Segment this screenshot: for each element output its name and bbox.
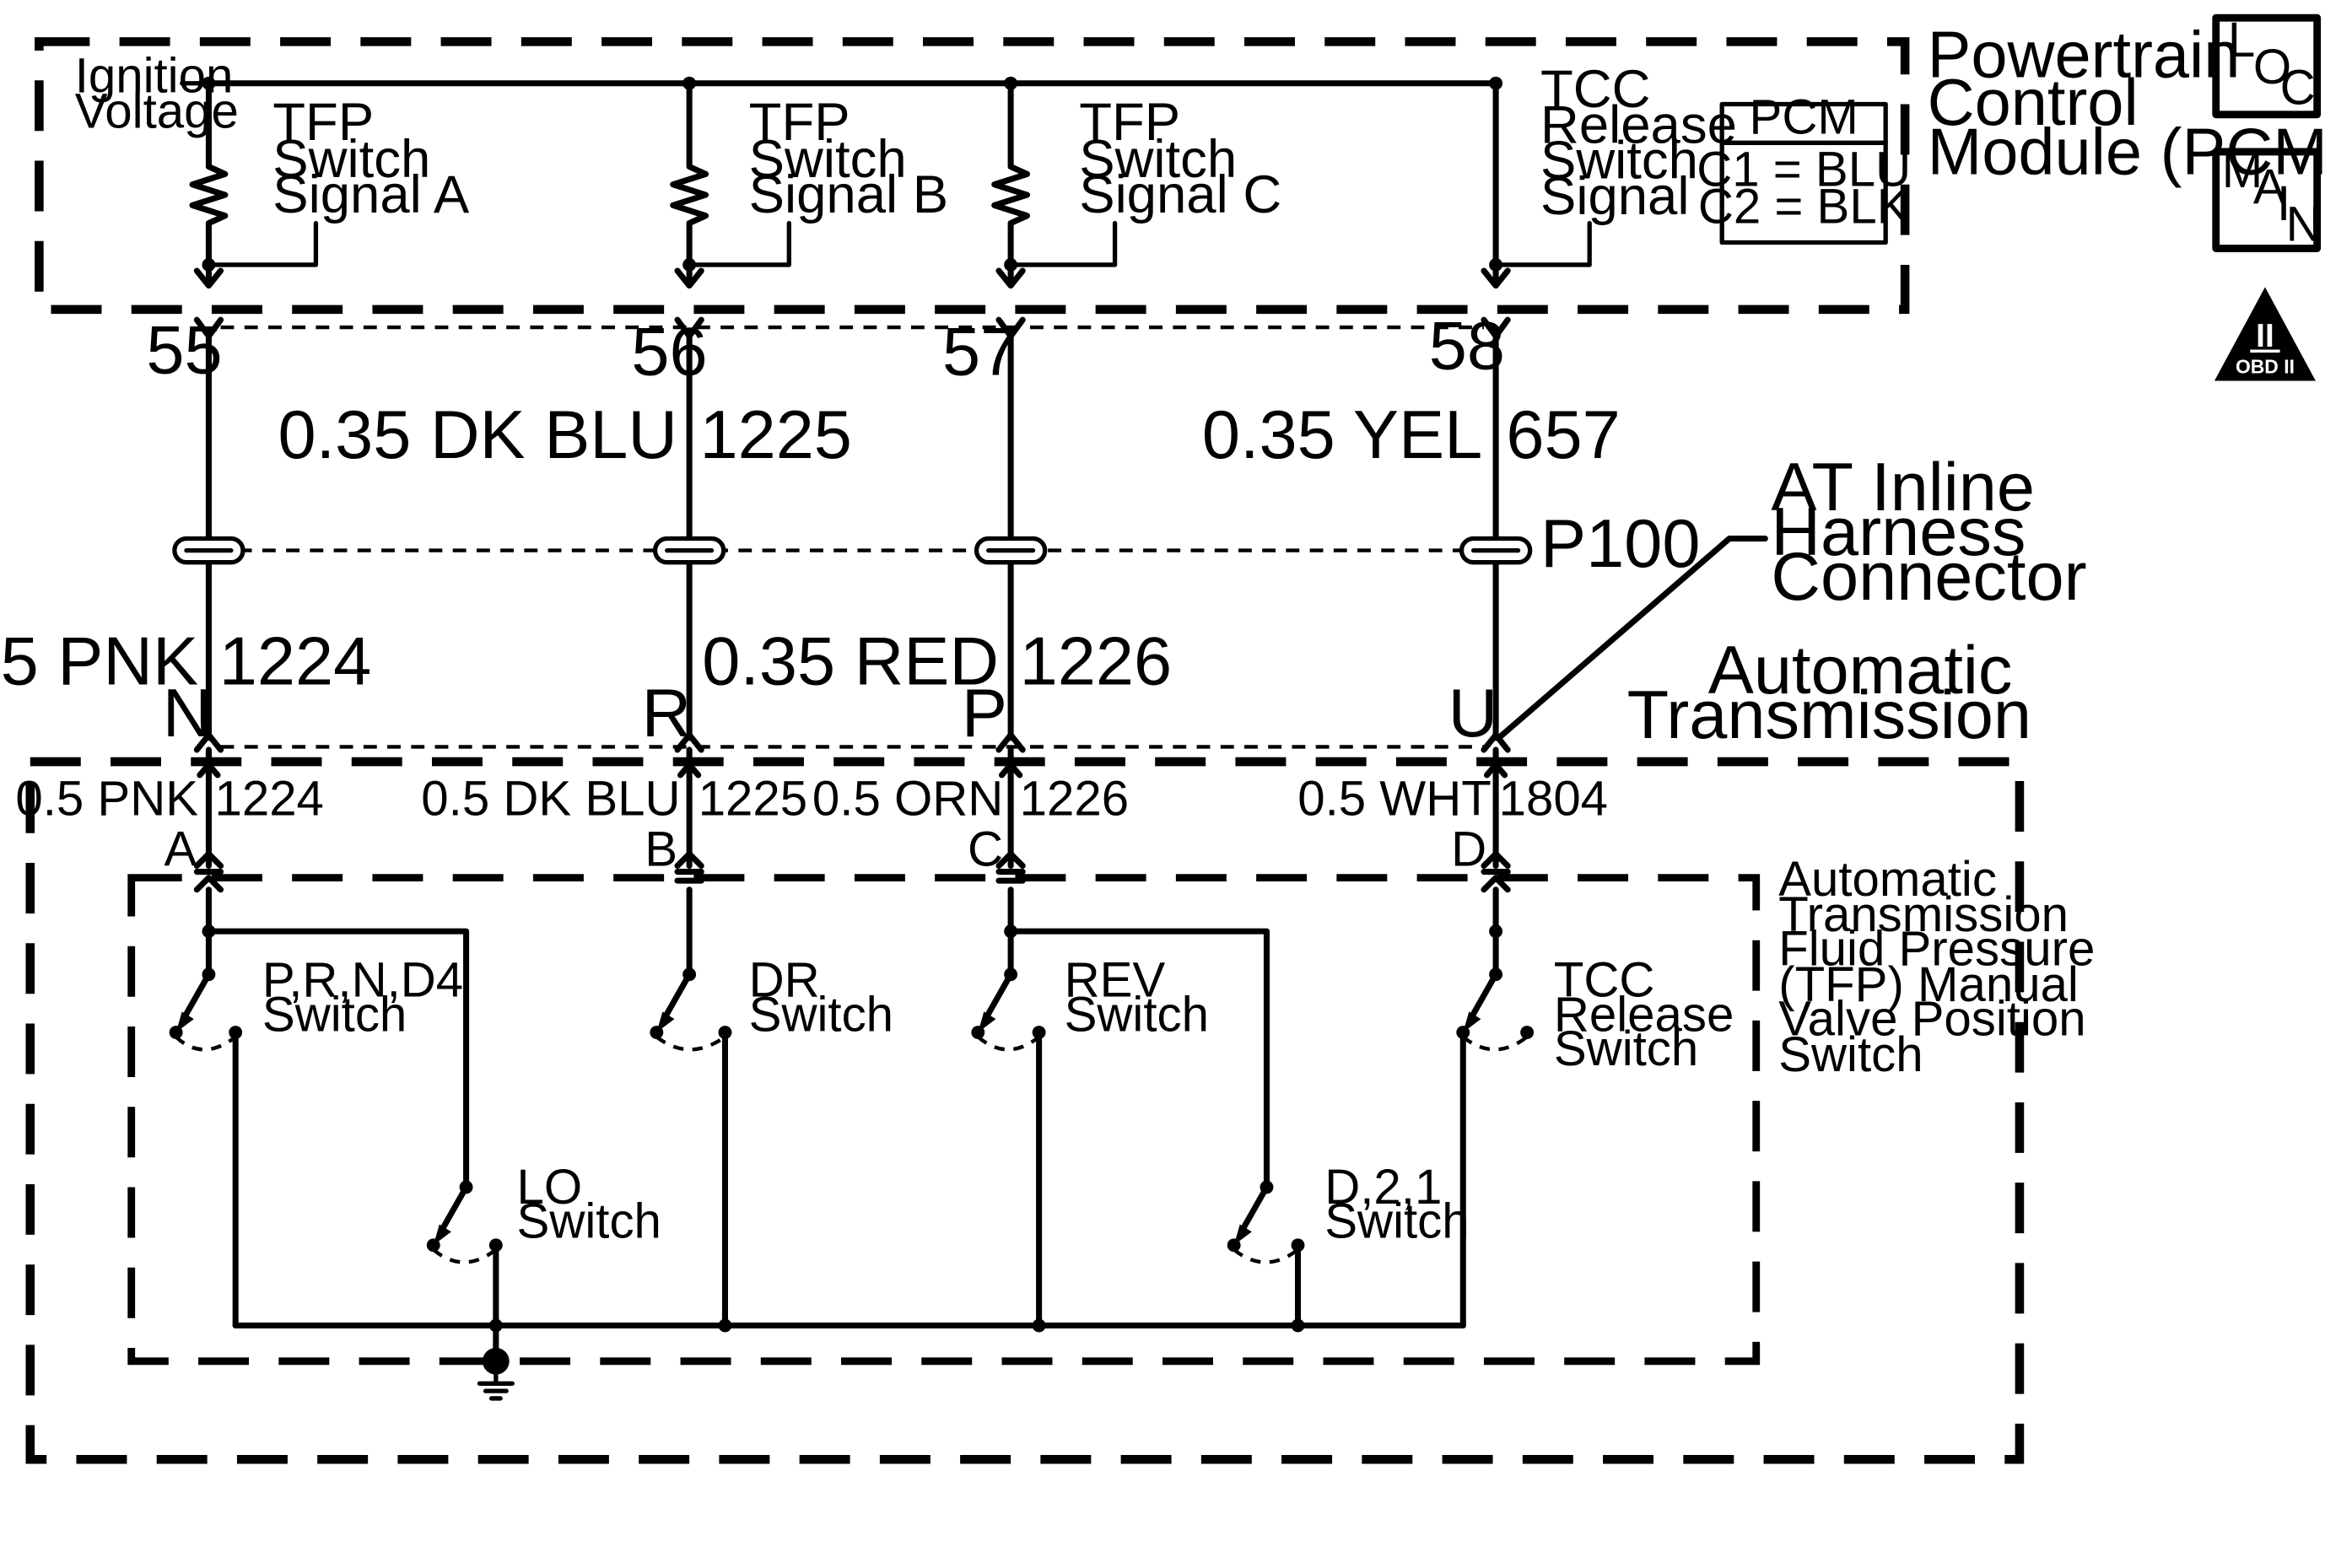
main-badge: M A I N bbox=[2212, 143, 2322, 252]
inline-terminal-r bbox=[652, 536, 726, 565]
inline-terminal-n bbox=[172, 536, 245, 565]
tcc-release-switch-label: TCC Release Switch bbox=[1554, 953, 1748, 1076]
inline-terminal-p bbox=[974, 536, 1048, 565]
rev-switch bbox=[971, 886, 1270, 1329]
tfp-pin-b: B bbox=[645, 822, 677, 877]
inline-connector-leader bbox=[1496, 535, 1768, 741]
wire-b-gauge-label: 0.5 DK BLU bbox=[421, 772, 680, 827]
wire-c-circuit-label: 1226 bbox=[1020, 772, 1129, 827]
svg-text:L: L bbox=[2228, 13, 2255, 67]
obd-ii-badge: II OBD II bbox=[2214, 287, 2316, 381]
pcm-signal-a-circuit bbox=[189, 80, 319, 289]
prnd4-switch-label: P,R,N,D4 Switch bbox=[262, 953, 477, 1043]
svg-text:OBD II: OBD II bbox=[2236, 356, 2295, 378]
pcm-connector-key: PCM C1 = BLU C2 = BLK bbox=[1697, 90, 1911, 245]
wire-d-circuit-label: 1804 bbox=[1499, 772, 1608, 827]
svg-text:II: II bbox=[2256, 318, 2274, 354]
pin-57-label: 57 bbox=[942, 314, 1018, 390]
pcm-connector-key-title: PCM bbox=[1750, 90, 1858, 145]
wire-pnk-circuit-label: 1224 bbox=[219, 623, 371, 699]
tfp-switch-assembly-boundary bbox=[127, 874, 1761, 1366]
tfp-pin-d: D bbox=[1451, 822, 1486, 877]
wire-a-circuit-label: 1224 bbox=[214, 772, 323, 827]
tfp-signal-c-label: TFP Switch Signal C bbox=[1079, 93, 1281, 224]
svg-text:I: I bbox=[2277, 176, 2290, 231]
inline-terminal-u bbox=[1459, 536, 1533, 565]
trans-pin-p: P bbox=[962, 676, 1007, 752]
pcm-connector-c2: C2 = BLK bbox=[1698, 180, 1910, 234]
tfp-assembly-label: Automatic Transmission Fluid Pressure (T… bbox=[1778, 852, 2108, 1082]
wire-yel-circuit-label: 657 bbox=[1506, 397, 1620, 473]
pcm-connector-c1: C1 = BLU bbox=[1697, 142, 1911, 197]
ground-symbol bbox=[477, 1347, 515, 1401]
ignition-voltage-label: Ignition Voltage bbox=[75, 48, 247, 138]
tfp-signal-a-label: TFP Switch Signal A bbox=[272, 93, 470, 224]
tcc-release-switch bbox=[1456, 886, 1535, 1329]
wire-b-circuit-label: 1225 bbox=[699, 772, 807, 827]
rev-switch-label: REV Switch bbox=[1065, 953, 1209, 1043]
wire-red-gauge-label: 0.35 RED bbox=[702, 623, 999, 699]
tcc-release-signal-label: TCC Release Switch Signal bbox=[1540, 60, 1752, 226]
wire-dkblu-circuit-label: 1225 bbox=[699, 397, 851, 473]
tfp-pin-a: A bbox=[165, 822, 197, 877]
svg-text:N: N bbox=[2286, 197, 2322, 252]
automatic-transmission-boundary bbox=[25, 757, 2025, 1464]
trans-title: Automatic Transmission bbox=[1627, 633, 2031, 753]
pcm-signal-b-circuit bbox=[670, 80, 791, 289]
svg-text:A: A bbox=[2253, 160, 2286, 215]
wire-dkblu-gauge-label: 0.35 DK BLU bbox=[278, 397, 677, 473]
wire-pnk-gauge-label: 0.35 PNK bbox=[0, 623, 198, 699]
pin-58-label: 58 bbox=[1429, 308, 1505, 384]
d21-switch-label: D,2,1 Switch bbox=[1324, 1160, 1469, 1249]
loc-badge: L O C bbox=[2212, 13, 2322, 119]
pin-56-label: 56 bbox=[631, 314, 707, 390]
inline-connector-label: AT Inline Harness Connector bbox=[1771, 450, 2086, 615]
wire-a-gauge-label: 0.5 PNK bbox=[15, 772, 198, 827]
wire-yel-gauge-label: 0.35 YEL bbox=[1202, 397, 1482, 473]
wire-red-circuit-label: 1226 bbox=[1020, 623, 1172, 699]
wire-d-gauge-label: 0.5 WHT bbox=[1297, 772, 1492, 827]
inline-connector-id: P100 bbox=[1540, 506, 1700, 582]
prnd4-switch bbox=[169, 886, 470, 1329]
svg-text:M: M bbox=[2222, 143, 2263, 198]
wire-c-gauge-label: 0.5 ORN bbox=[812, 772, 1003, 827]
pcm-tcc-circuit bbox=[1481, 80, 1592, 289]
tfp-signal-b-label: TFP Switch Signal B bbox=[749, 93, 948, 224]
svg-text:O: O bbox=[2253, 40, 2291, 94]
dr-switch bbox=[650, 886, 732, 1329]
dr-switch-label: DR Switch bbox=[749, 953, 893, 1043]
lo-switch bbox=[426, 1180, 503, 1369]
pcm-signal-c-circuit bbox=[991, 80, 1118, 289]
svg-text:C: C bbox=[2280, 60, 2316, 115]
d21-switch bbox=[1227, 1180, 1305, 1329]
lo-switch-label: LO Switch bbox=[517, 1160, 661, 1249]
pcm-module-boundary bbox=[35, 37, 1910, 315]
